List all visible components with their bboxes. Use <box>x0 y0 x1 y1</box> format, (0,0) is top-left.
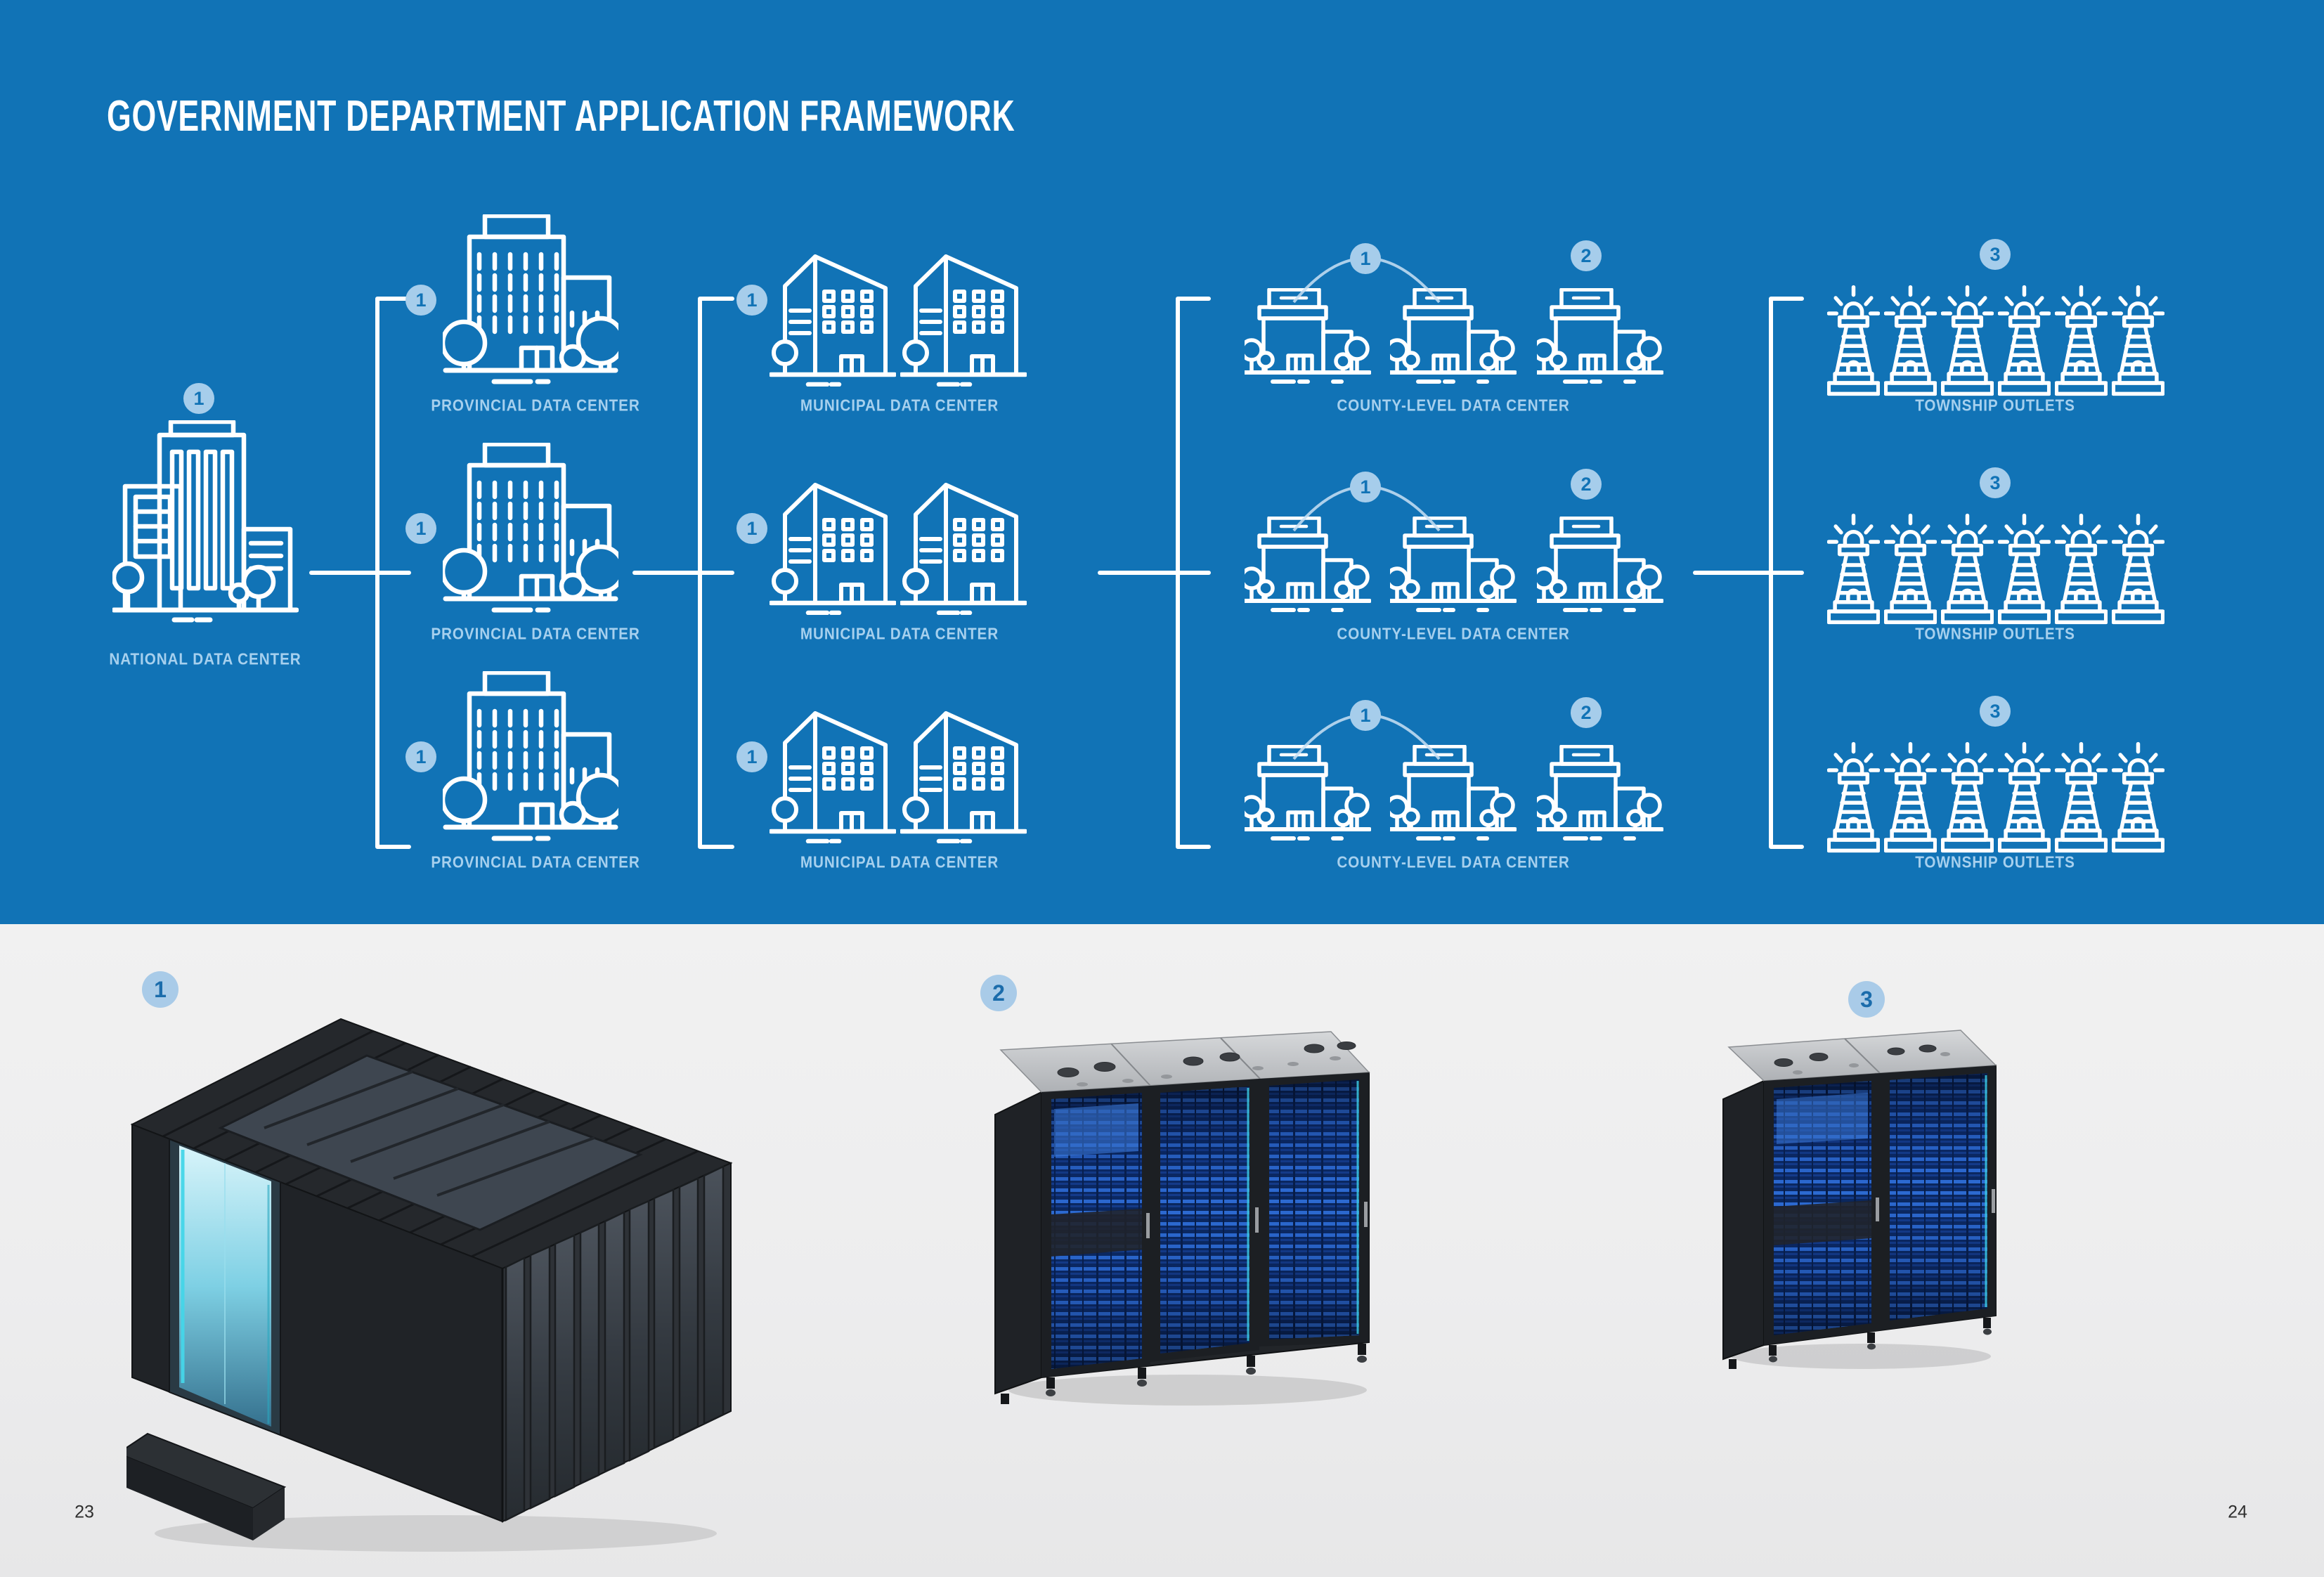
county-data-center-icon <box>1387 746 1515 838</box>
county-label: COUNTY-LEVEL DATA CENTER <box>1337 852 1570 871</box>
county-label: COUNTY-LEVEL DATA CENTER <box>1337 624 1570 643</box>
provincial-badge: 1 <box>405 513 436 544</box>
municipal-data-center-icon <box>902 713 1025 841</box>
national-data-center-icon <box>114 422 297 620</box>
hierarchy-diagram <box>0 0 2324 924</box>
product-3-badge: 3 <box>1848 981 1885 1018</box>
county-data-center-icon <box>1534 290 1662 382</box>
township-label: TOWNSHIP OUTLETS <box>1915 852 2075 871</box>
county-standalone-badge: 2 <box>1571 697 1602 728</box>
provincial-label: PROVINCIAL DATA CENTER <box>431 624 640 643</box>
township-outlet-icon <box>2113 744 2162 851</box>
municipal-badge: 1 <box>736 285 767 316</box>
county-data-center-icon <box>1242 518 1370 610</box>
county-data-center-icon <box>1534 746 1662 838</box>
county-data-center-icon <box>1387 290 1515 382</box>
township-outlet-icon <box>1942 287 1992 394</box>
left-page-number: 23 <box>74 1502 94 1522</box>
township-outlet-icon <box>1999 287 2049 394</box>
municipal-data-center-icon <box>902 257 1025 384</box>
township-label: TOWNSHIP OUTLETS <box>1915 624 2075 643</box>
township-outlet-icon <box>1999 516 2049 623</box>
county-link-badge: 1 <box>1350 243 1381 274</box>
township-badge: 3 <box>1980 696 2011 727</box>
municipal-data-center-icon <box>771 485 895 613</box>
township-outlet-icon <box>1885 744 1935 851</box>
township-outlet-icon <box>2056 287 2105 394</box>
county-data-center-icon <box>1242 290 1370 382</box>
county-link-badge: 1 <box>1350 700 1381 731</box>
product-1-badge: 1 <box>142 971 178 1008</box>
township-outlet-icon <box>2056 516 2105 623</box>
township-label: TOWNSHIP OUTLETS <box>1915 396 2075 415</box>
municipal-label: MUNICIPAL DATA CENTER <box>800 396 999 415</box>
national-badge: 1 <box>183 383 214 414</box>
county-standalone-badge: 2 <box>1571 469 1602 500</box>
two-rack-cluster-render <box>1722 1030 1997 1369</box>
township-outlet-icon <box>1829 516 1878 623</box>
county-data-center-icon <box>1242 746 1370 838</box>
right-page-number: 24 <box>2228 1502 2247 1522</box>
product-2-badge: 2 <box>980 975 1017 1011</box>
township-outlet-icon <box>1885 287 1935 394</box>
municipal-badge: 1 <box>736 741 767 772</box>
national-label: NATIONAL DATA CENTER <box>109 649 301 668</box>
containerized-data-center-render <box>126 1018 733 1552</box>
connector-lines <box>309 297 1804 849</box>
municipal-data-center-icon <box>771 257 895 384</box>
framework-diagram-panel: GOVERNMENT DEPARTMENT APPLICATION FRAMEW… <box>0 0 2324 924</box>
township-outlet-icon <box>1999 744 2049 851</box>
township-outlet-icon <box>1942 744 1992 851</box>
township-outlet-icon <box>2056 744 2105 851</box>
municipal-badge: 1 <box>736 513 767 544</box>
township-outlet-icon <box>1829 744 1878 851</box>
county-link-badge: 1 <box>1350 472 1381 502</box>
township-outlet-icon <box>2113 287 2162 394</box>
provincial-data-center-icon <box>443 673 623 838</box>
provincial-data-center-icon <box>443 444 623 610</box>
county-data-center-icon <box>1387 518 1515 610</box>
municipal-label: MUNICIPAL DATA CENTER <box>800 624 999 643</box>
township-outlet-icon <box>1942 516 1992 623</box>
provincial-label: PROVINCIAL DATA CENTER <box>431 852 640 871</box>
provincial-badge: 1 <box>405 285 436 316</box>
county-standalone-badge: 2 <box>1571 240 1602 271</box>
provincial-badge: 1 <box>405 741 436 772</box>
township-outlet-icon <box>2113 516 2162 623</box>
page-title: GOVERNMENT DEPARTMENT APPLICATION FRAMEW… <box>107 92 1015 141</box>
product-showcase-panel: 1 2 3 23 24 <box>0 924 2324 1577</box>
township-outlet-icon <box>1885 516 1935 623</box>
provincial-data-center-icon <box>443 216 623 382</box>
township-badge: 3 <box>1980 467 2011 498</box>
municipal-data-center-icon <box>771 713 895 841</box>
municipal-label: MUNICIPAL DATA CENTER <box>800 852 999 871</box>
township-badge: 3 <box>1980 239 2011 270</box>
county-data-center-icon <box>1534 518 1662 610</box>
township-outlet-icon <box>1829 287 1878 394</box>
county-label: COUNTY-LEVEL DATA CENTER <box>1337 396 1570 415</box>
municipal-data-center-icon <box>902 485 1025 613</box>
provincial-label: PROVINCIAL DATA CENTER <box>431 396 640 415</box>
county-link-arcs <box>1292 257 1441 760</box>
three-rack-cluster-render <box>994 1031 1370 1406</box>
